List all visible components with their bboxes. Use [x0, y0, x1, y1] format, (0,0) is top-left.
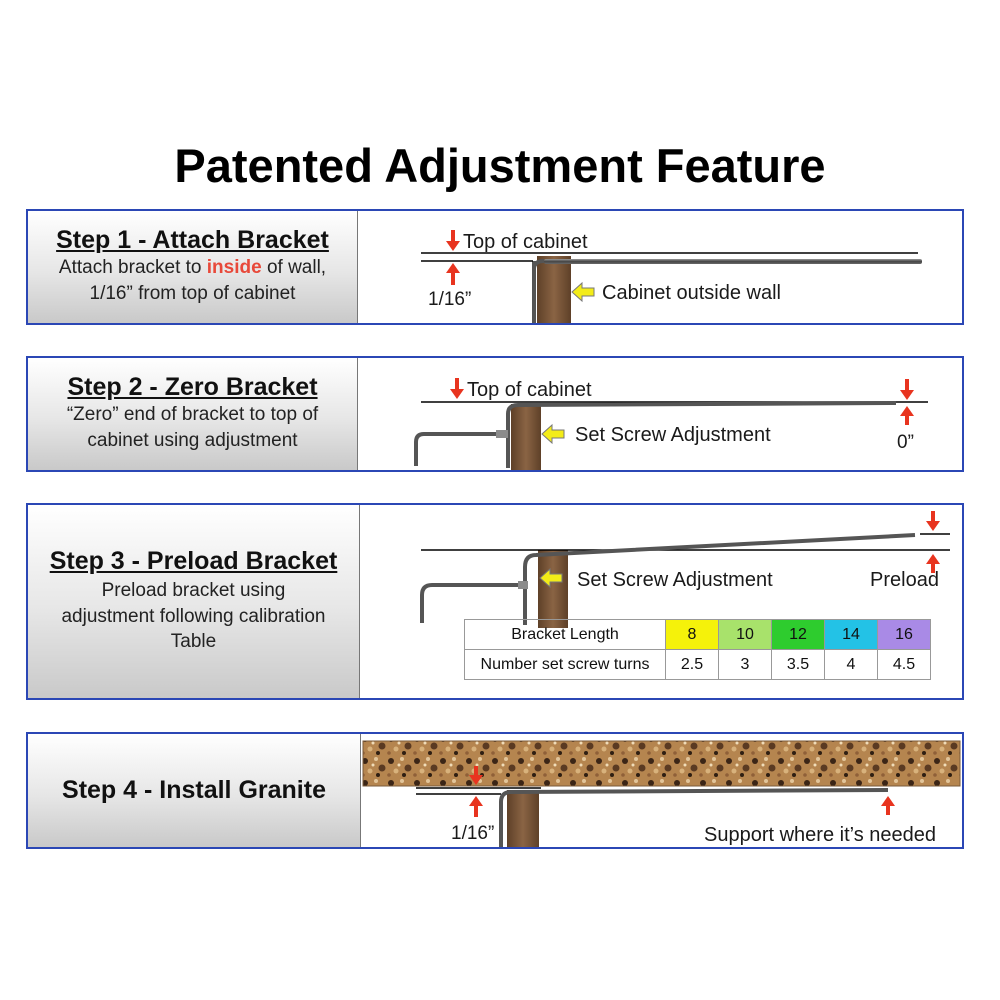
up-arrow-icon	[446, 263, 460, 285]
step1-desc-part-b: of wall,	[261, 257, 327, 279]
length-cell: 12	[771, 619, 825, 650]
cabinet-wall	[507, 790, 539, 847]
step1-diagram: Top of cabinet 1/16” Cabinet outside wal…	[421, 230, 922, 323]
allen-key	[420, 583, 528, 623]
preload-label: Preload	[870, 569, 939, 591]
cabinet-wall	[537, 256, 571, 323]
set-screw-adjustment-label: Set Screw Adjustment	[577, 569, 773, 591]
top-of-cabinet-label: Top of cabinet	[467, 379, 592, 401]
step4-illustration: 1/16” Support where it’s needed	[361, 734, 962, 847]
step2-description: “Zero” end of bracket to top of cabinet …	[67, 402, 318, 453]
step1-desc-highlight: inside	[206, 257, 262, 279]
step3-diagram: Set Screw Adjustment Preload	[420, 511, 950, 628]
screw-turns-header: Number set screw turns	[464, 649, 666, 680]
step3-desc-line2: adjustment following calibration	[61, 605, 326, 627]
step2-text-box: Step 2 - Zero Bracket “Zero” end of brac…	[28, 358, 358, 470]
gap-label: 1/16”	[451, 823, 494, 844]
length-cell: 8	[665, 619, 719, 650]
pointer-arrow-icon	[541, 423, 565, 445]
step2-diagram: Top of cabinet Set Screw Adjustment 0”	[414, 378, 928, 470]
step3-desc-line1: Preload bracket using	[101, 580, 286, 602]
bracket-rod	[523, 533, 916, 625]
up-arrow-icon	[469, 796, 483, 817]
length-cell: 14	[824, 619, 878, 650]
step1-text-box: Step 1 - Attach Bracket Attach bracket t…	[28, 211, 358, 323]
step1-illustration: Top of cabinet 1/16” Cabinet outside wal…	[358, 211, 962, 323]
pointer-arrow-icon	[539, 567, 563, 589]
step3-heading: Step 3 - Preload Bracket	[49, 546, 338, 575]
step2-desc-line2: cabinet using adjustment	[87, 430, 298, 452]
bracket-rod	[499, 788, 889, 847]
step2-illustration: Top of cabinet Set Screw Adjustment 0”	[358, 358, 962, 470]
step4-heading: Step 4 - Install Granite	[62, 776, 326, 804]
cabinet-wall	[511, 404, 541, 470]
step4-text-box: Step 4 - Install Granite	[28, 734, 361, 847]
set-screw-adjustment-label: Set Screw Adjustment	[575, 424, 771, 446]
turns-cell: 2.5	[665, 649, 719, 680]
step2-heading: Step 2 - Zero Bracket	[67, 373, 318, 402]
bracket-rod	[506, 401, 897, 468]
set-screw	[496, 430, 508, 438]
step4-diagram: 1/16” Support where it’s needed	[362, 740, 961, 847]
top-of-cabinet-label: Top of cabinet	[463, 231, 588, 253]
down-arrow-icon	[469, 766, 483, 785]
preload-down-arrow-icon	[926, 511, 940, 531]
set-screw	[518, 581, 528, 589]
preload-up-arrow-icon	[926, 554, 940, 573]
zero-label: 0”	[897, 432, 914, 453]
bracket-bend	[532, 259, 545, 270]
pointer-arrow-icon	[571, 281, 595, 303]
calibration-table: Bracket Length 8 10 12 14 16 Number set …	[464, 619, 931, 680]
step4-panel: Step 4 - Install Granite	[26, 732, 964, 849]
step1-desc-line2: 1/16” from top of cabinet	[89, 283, 296, 305]
cabinet-outside-wall-label: Cabinet outside wall	[602, 282, 781, 304]
zero-up-arrow-icon	[900, 406, 914, 425]
down-arrow-icon	[450, 378, 464, 399]
support-up-arrow-icon	[881, 796, 895, 815]
table-row: Bracket Length 8 10 12 14 16	[464, 619, 931, 650]
granite-slab	[363, 741, 960, 786]
step2-panel: Step 2 - Zero Bracket “Zero” end of brac…	[26, 356, 964, 472]
step3-description: Preload bracket using adjustment followi…	[61, 578, 325, 655]
step3-panel: Step 3 - Preload Bracket Preload bracket…	[26, 503, 964, 700]
gap-label: 1/16”	[428, 289, 471, 310]
step3-text-box: Step 3 - Preload Bracket Preload bracket…	[28, 505, 360, 698]
cabinet-wall	[538, 550, 568, 628]
zero-down-arrow-icon	[900, 379, 914, 400]
length-cell: 16	[877, 619, 931, 650]
bracket-rod	[544, 259, 922, 264]
turns-cell: 3	[718, 649, 772, 680]
step1-desc-part-a: Attach bracket to	[58, 257, 207, 279]
step1-panel: Step 1 - Attach Bracket Attach bracket t…	[26, 209, 964, 325]
step3-illustration: Set Screw Adjustment Preload Bracket Len…	[360, 505, 962, 698]
length-cell: 10	[718, 619, 772, 650]
step1-heading: Step 1 - Attach Bracket	[56, 226, 329, 255]
support-label: Support where it’s needed	[704, 824, 936, 846]
bracket-length-header: Bracket Length	[464, 619, 666, 650]
turns-cell: 4.5	[877, 649, 931, 680]
step2-desc-line1: “Zero” end of bracket to top of	[66, 404, 319, 426]
step1-description: Attach bracket to inside of wall, 1/16” …	[59, 255, 326, 306]
page-title: Patented Adjustment Feature	[174, 139, 826, 192]
turns-cell: 4	[824, 649, 878, 680]
turns-cell: 3.5	[771, 649, 825, 680]
table-row: Number set screw turns 2.5 3 3.5 4 4.5	[464, 649, 931, 680]
allen-key	[414, 432, 504, 466]
step3-desc-line3: Table	[170, 631, 217, 653]
down-arrow-icon	[446, 230, 460, 251]
